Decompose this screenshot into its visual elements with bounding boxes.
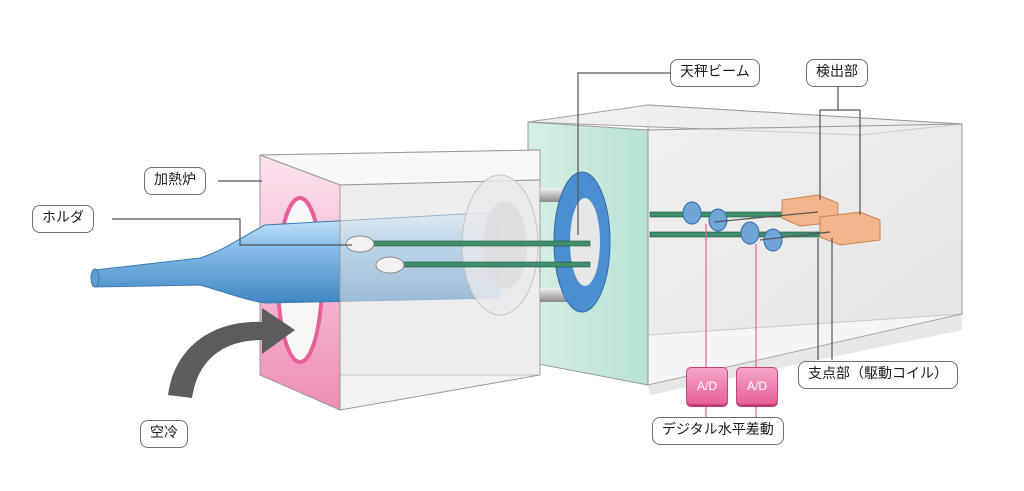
air-cooling-label: 空冷 xyxy=(140,420,188,448)
leader-lines xyxy=(112,72,861,360)
ad-converter-left: A/D xyxy=(686,367,728,405)
fulcrum-label: 支点部（駆動コイル） xyxy=(798,361,958,389)
detector-label: 検出部 xyxy=(806,59,868,87)
sensor-rings xyxy=(682,201,783,252)
holder-label: ホルダ xyxy=(32,205,94,233)
balance-beam-label: 天秤ビーム xyxy=(670,59,760,87)
ad-converter-right: A/D xyxy=(736,367,778,405)
furnace-label: 加熱炉 xyxy=(144,167,206,195)
sample-pans xyxy=(345,235,405,274)
air-cooling-arrow xyxy=(168,308,295,398)
digital-differential-label: デジタル水平差動 xyxy=(652,417,784,445)
ad-signal-lines xyxy=(705,224,757,418)
detector-coils xyxy=(781,194,881,246)
balance-chamber xyxy=(527,104,963,395)
